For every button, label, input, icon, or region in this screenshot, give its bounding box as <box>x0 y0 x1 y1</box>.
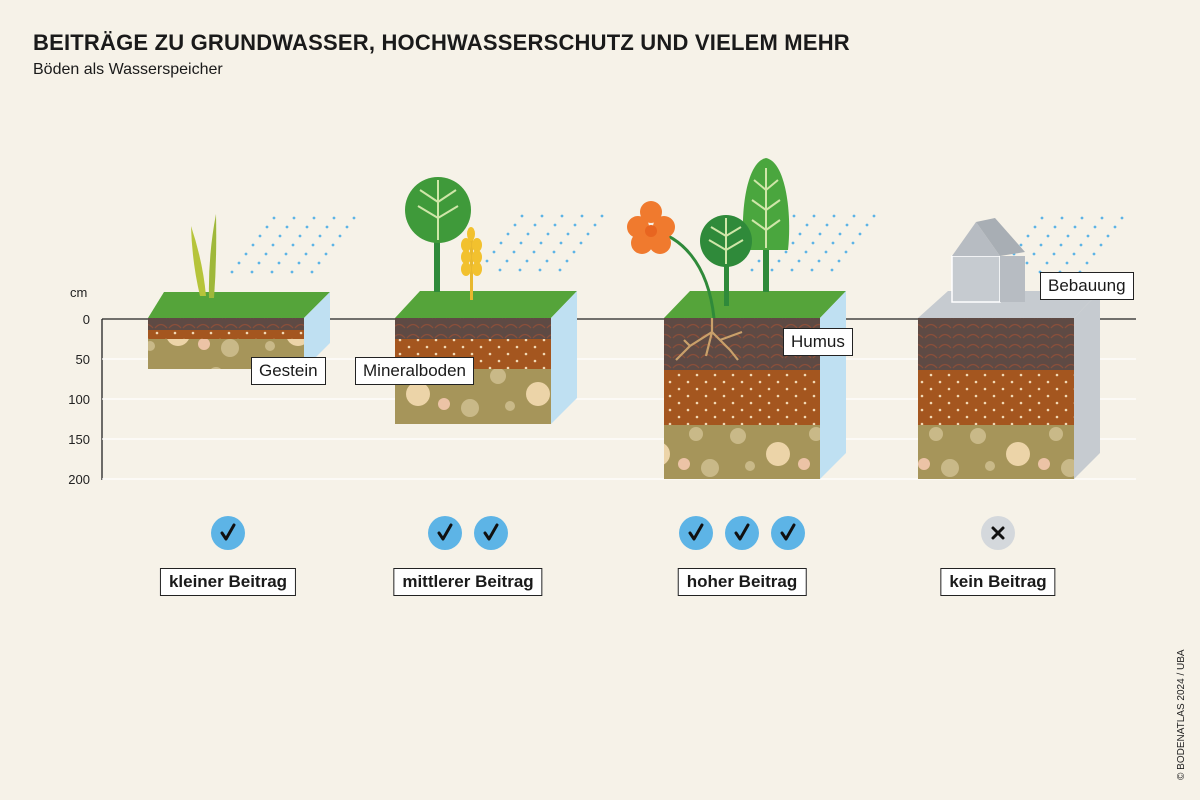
grass-icon <box>191 214 217 298</box>
rating-badges <box>211 516 1015 550</box>
mineral-layer <box>664 370 820 425</box>
check-icon <box>688 523 704 541</box>
result-small: kleiner Beitrag <box>159 568 297 596</box>
result-medium: mittlerer Beitrag <box>393 568 543 596</box>
tick-0: 0 <box>83 312 90 327</box>
tree-icon <box>405 177 471 292</box>
humus-layer <box>395 318 551 339</box>
check-icon <box>437 523 453 541</box>
tall-tree-icon <box>742 158 790 292</box>
chart-title: BEITRÄGE ZU GRUNDWASSER, HOCHWASSERSCHUT… <box>33 30 850 55</box>
result-high: hoher Beitrag <box>677 568 807 596</box>
mineral-layer <box>918 370 1074 425</box>
label-mineralboden: Mineralboden <box>355 357 475 385</box>
credit-text: © BODENATLAS 2024 / UBA <box>1176 649 1187 780</box>
house-icon <box>951 218 1025 303</box>
rain-icon <box>230 216 356 274</box>
roots-icon <box>675 318 743 361</box>
grass-surface <box>148 292 330 318</box>
soil-block-small <box>148 214 330 369</box>
grass-surface <box>395 291 577 318</box>
check-icon <box>734 523 750 541</box>
gestein-layer <box>664 425 820 479</box>
axis-unit: cm <box>70 285 87 300</box>
flower-icon <box>627 201 716 319</box>
label-humus: Humus <box>783 328 853 356</box>
grass-surface <box>664 291 846 318</box>
water-side <box>551 291 577 424</box>
check-icon <box>220 523 236 541</box>
soil-block-high <box>627 158 846 479</box>
rain-icon <box>478 214 604 272</box>
tick-50: 50 <box>76 352 90 367</box>
soil-block-medium <box>395 177 577 424</box>
chart-subtitle: Böden als Wasserspeicher <box>33 61 223 78</box>
water-side <box>820 291 846 479</box>
wheat-icon <box>461 227 482 300</box>
check-icon <box>483 523 499 541</box>
tick-200: 200 <box>68 472 90 487</box>
tick-150: 150 <box>68 432 90 447</box>
sealed-side <box>1074 291 1100 479</box>
label-bebauung: Bebauung <box>1040 272 1134 300</box>
mineral-layer <box>148 330 304 339</box>
humus-layer <box>918 318 1074 370</box>
water-side <box>304 292 330 369</box>
humus-layer <box>148 318 304 330</box>
tree-icon <box>700 215 752 306</box>
label-gestein: Gestein <box>251 357 326 385</box>
tick-100: 100 <box>68 392 90 407</box>
gestein-layer <box>918 425 1074 479</box>
cross-icon <box>991 526 1005 540</box>
result-none: kein Beitrag <box>940 568 1056 596</box>
check-icon <box>780 523 796 541</box>
soil-block-none <box>918 218 1100 479</box>
